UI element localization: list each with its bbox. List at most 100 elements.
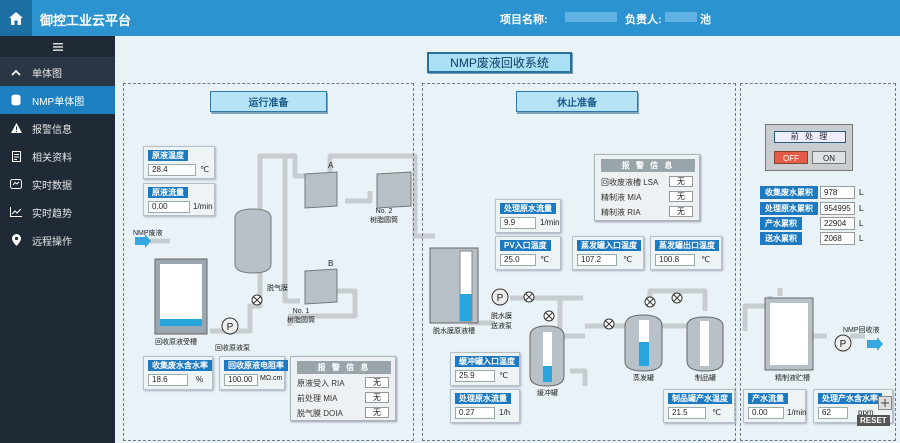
evap-in-temp-label: 蒸发罐入口温度 xyxy=(577,240,641,251)
top-header: 御控工业云平台 项目名称: 负责人: 池 xyxy=(0,0,900,36)
app-title: 御控工业云平台 xyxy=(40,13,132,28)
evap-out-temp-box: 蒸发罐出口温度 100.8 ℃ xyxy=(650,236,722,270)
stop-prep-button[interactable]: 休止准备 xyxy=(516,91,638,112)
total-label: 产水累积 xyxy=(760,217,802,230)
evap-in-temp-unit: ℃ xyxy=(623,255,632,264)
sidebar-item-trends[interactable]: 实时趋势 xyxy=(0,198,115,226)
alarm-row-value: 无 xyxy=(365,392,389,403)
evap-in-temp-box: 蒸发罐入口温度 107.2 ℃ xyxy=(572,236,644,270)
zoom-icon[interactable] xyxy=(878,396,892,410)
owner-label: 负责人: xyxy=(625,14,662,26)
sidebar-item-nmp[interactable]: NMP单体图 xyxy=(0,86,115,114)
product-temp-value: 21.5 xyxy=(668,407,706,419)
treat-flow2-value: 0.27 xyxy=(455,407,495,419)
total-unit: L xyxy=(859,188,864,197)
alarm-row-value: 无 xyxy=(365,377,389,388)
raw-temp-unit: ℃ xyxy=(200,165,209,174)
prod-flow-unit: 1/min xyxy=(787,408,807,417)
resistivity-unit: MΩ.cm xyxy=(260,375,283,382)
tank-a-label: A xyxy=(328,161,334,170)
product-temp-box: 制品罐产水温度 21.5 ℃ xyxy=(663,389,735,423)
preprocess-off-button[interactable]: OFF xyxy=(774,151,808,164)
dewater-tank-label: 脱水膜原液槽 xyxy=(433,328,475,335)
product-temp-label: 制品罐产水温度 xyxy=(668,393,732,404)
resistivity-box: 回收原液电阻率 100.00 MΩ.cm xyxy=(219,356,288,390)
resistivity-label: 回收原液电阻率 xyxy=(224,360,288,371)
nmp-recovery-label: NMP回收液 xyxy=(843,327,880,334)
total-label: 收集废水累积 xyxy=(760,186,818,199)
owner-name-redacted xyxy=(665,12,697,22)
alarm-title: 报 警 信 息 xyxy=(601,159,695,172)
buf-in-temp-label: 缓冲罐入口温度 xyxy=(455,356,519,367)
alarm-title: 报 警 信 息 xyxy=(297,361,391,374)
total-value: 2068 xyxy=(820,232,855,245)
prod-flow-box: 产水流量 0.00 1/min xyxy=(743,389,807,423)
alarm-row-value: 无 xyxy=(669,191,693,202)
sidebar-item-docs[interactable]: 相关资料 xyxy=(0,142,115,170)
evap-tank-label: 蒸发罐 xyxy=(633,375,654,382)
raw-temp-label: 原液温度 xyxy=(148,150,188,161)
outlet-arrow xyxy=(867,337,883,351)
pv-temp-box: PV入口温度 25.0 ℃ xyxy=(495,236,561,270)
hamburger-icon xyxy=(52,42,63,51)
owner-name-tail: 池 xyxy=(700,14,711,26)
buf-in-temp-unit: ℃ xyxy=(499,371,508,380)
raw-flow-box: 原液流量 0.00 1/min xyxy=(143,183,215,216)
sidebar-item-label: 单体图 xyxy=(32,68,62,80)
resistivity-value: 100.00 xyxy=(224,374,258,386)
tank-b-label: B xyxy=(328,259,334,268)
project-label: 项目名称: xyxy=(500,14,548,26)
treat-flow2-unit: 1/h xyxy=(499,408,511,417)
water-content-unit: % xyxy=(196,375,204,384)
buf-in-temp-value: 25.9 xyxy=(455,370,495,382)
run-prep-button[interactable]: 运行准备 xyxy=(210,91,327,112)
product-temp-unit: ℃ xyxy=(712,408,721,417)
sidebar-item-overview[interactable]: 单体图 xyxy=(0,58,115,86)
home-button[interactable] xyxy=(0,0,32,36)
alarm-row-label: 前处理 MIA xyxy=(297,394,338,403)
alarm-row-label: 精制液 MIA xyxy=(601,193,642,202)
document-icon xyxy=(10,150,22,162)
alarm-row-value: 无 xyxy=(669,206,693,217)
raw-flow-value: 0.00 xyxy=(148,201,190,213)
process-diagram xyxy=(135,153,883,387)
raw-temp-value: 28.4 xyxy=(148,164,196,176)
location-icon xyxy=(10,234,22,246)
alarm-row-value: 无 xyxy=(669,176,693,187)
sidebar-item-label: 相关资料 xyxy=(32,152,72,164)
total-unit: L xyxy=(859,204,864,213)
pv-temp-label: PV入口温度 xyxy=(500,240,551,251)
pv-temp-value: 25.0 xyxy=(500,254,536,266)
inlet-arrow xyxy=(135,234,151,248)
sidebar-item-remote[interactable]: 远程操作 xyxy=(0,226,115,254)
treat-flow2-label: 处理原水流量 xyxy=(455,393,511,404)
menu-toggle-button[interactable] xyxy=(0,36,115,58)
alarm-panel-middle: 报 警 信 息 回收废液槽 LSA 无 精制液 MIA 无 精制液 RIA 无 xyxy=(594,154,700,221)
total-label: 处理原水累积 xyxy=(760,202,818,215)
preprocess-title: 前 处 理 xyxy=(774,131,846,143)
evap-in-temp-value: 107.2 xyxy=(577,254,617,266)
water-content-value: 18.6 xyxy=(148,374,188,386)
purified-tank-label: 精制液贮槽 xyxy=(775,375,810,382)
project-name-redacted xyxy=(565,12,617,22)
sidebar-item-realtime-data[interactable]: 实时数据 xyxy=(0,170,115,198)
evap-out-temp-value: 100.8 xyxy=(655,254,695,266)
sidebar-item-label: 实时趋势 xyxy=(32,208,72,220)
chevron-up-icon xyxy=(10,66,22,78)
buffer-tank-label: 缓冲罐 xyxy=(537,390,558,397)
alarm-panel-left: 报 警 信 息 原液受入 RIA 无 前处理 MIA 无 脱气膜 DOIA 无 xyxy=(290,356,396,421)
pv-temp-unit: ℃ xyxy=(540,255,549,264)
home-icon xyxy=(9,11,23,25)
preprocess-panel: 前 处 理 OFF ON xyxy=(765,124,853,171)
sidebar-item-label: 报警信息 xyxy=(32,124,72,136)
buf-in-temp-box: 缓冲罐入口温度 25.9 ℃ xyxy=(450,352,520,386)
data-icon xyxy=(10,178,22,190)
section-left xyxy=(123,83,414,441)
sidebar-item-alarms[interactable]: 报警信息 xyxy=(0,114,115,142)
treat-flow-unit: 1/min xyxy=(540,218,560,227)
nmp-waste-label: NMP废液 xyxy=(133,230,163,237)
preprocess-on-button[interactable]: ON xyxy=(812,151,846,164)
raw-flow-unit: 1/min xyxy=(193,202,213,211)
system-title: NMP废液回收系统 xyxy=(427,52,572,73)
reset-button[interactable]: RESET xyxy=(857,415,890,426)
